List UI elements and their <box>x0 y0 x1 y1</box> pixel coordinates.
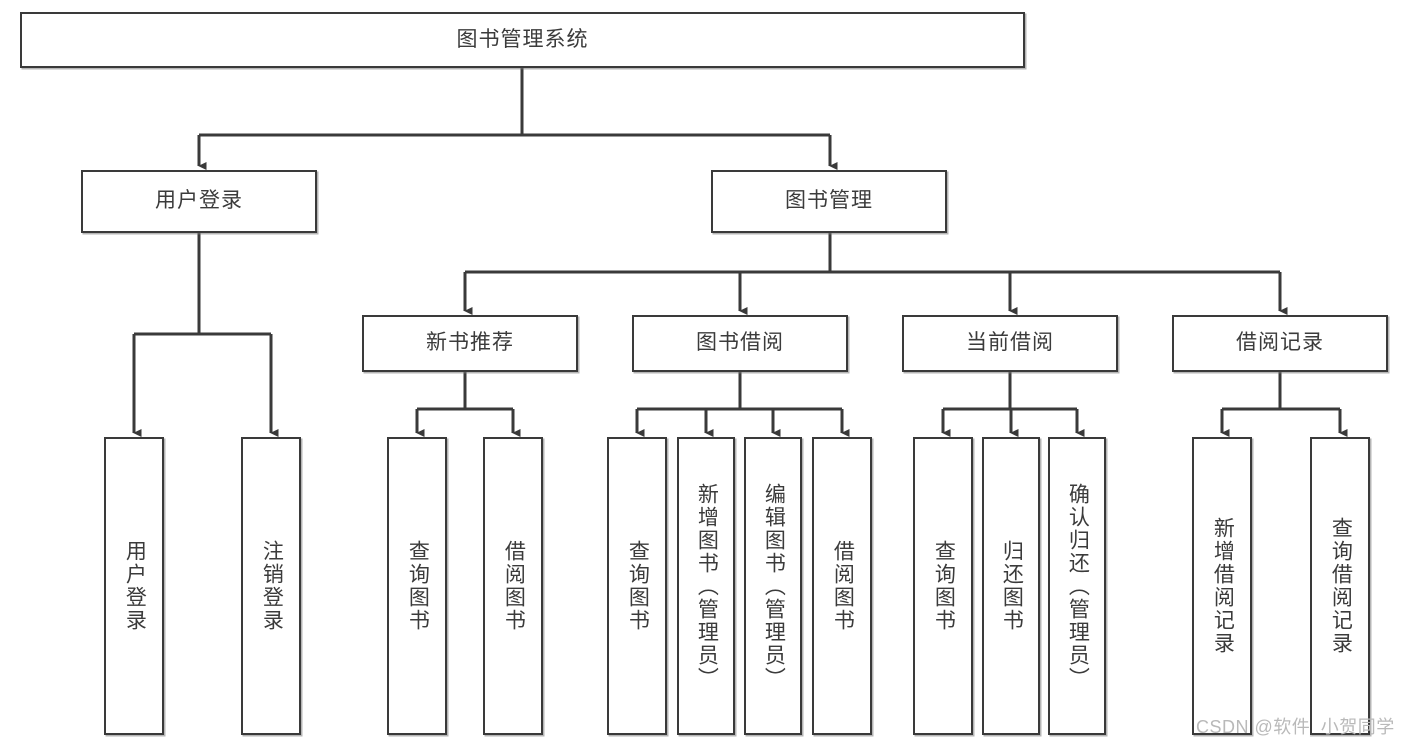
node-label: 借阅图书 <box>502 540 526 632</box>
node-leaf-return-book[interactable]: 归还图书 <box>982 437 1040 735</box>
node-leaf-borrow-book-2[interactable]: 借阅图书 <box>812 437 872 735</box>
node-leaf-logout-login[interactable]: 注销登录 <box>241 437 301 735</box>
node-label: 归还图书 <box>1000 540 1024 632</box>
node-label: 新书推荐 <box>426 331 514 355</box>
node-label: 查询图书 <box>406 540 430 632</box>
node-book-management[interactable]: 图书管理 <box>711 170 947 233</box>
node-new-book-recommend[interactable]: 新书推荐 <box>362 315 578 372</box>
node-label: 新增图书（管理员） <box>695 482 719 690</box>
node-label: 查询图书 <box>932 540 956 632</box>
node-label: 查询借阅记录 <box>1329 517 1353 655</box>
node-borrow-record[interactable]: 借阅记录 <box>1172 315 1388 372</box>
node-leaf-query-book-3[interactable]: 查询图书 <box>913 437 973 735</box>
node-leaf-add-borrow-record[interactable]: 新增借阅记录 <box>1192 437 1252 735</box>
node-label: 用户登录 <box>123 540 147 632</box>
node-label: 新增借阅记录 <box>1211 517 1235 655</box>
node-book-borrow[interactable]: 图书借阅 <box>632 315 848 372</box>
node-label: 编辑图书（管理员） <box>762 482 786 690</box>
node-label: 图书管理 <box>785 189 873 213</box>
node-leaf-borrow-book-1[interactable]: 借阅图书 <box>483 437 543 735</box>
node-label: 注销登录 <box>260 540 284 632</box>
node-label: 当前借阅 <box>966 331 1054 355</box>
node-leaf-query-book-1[interactable]: 查询图书 <box>387 437 447 735</box>
node-user-login[interactable]: 用户登录 <box>81 170 317 233</box>
node-label: 图书借阅 <box>696 331 784 355</box>
node-root-book-management-system[interactable]: 图书管理系统 <box>20 12 1025 68</box>
node-label: 借阅图书 <box>831 540 855 632</box>
node-leaf-query-book-2[interactable]: 查询图书 <box>607 437 667 735</box>
node-leaf-edit-book-admin[interactable]: 编辑图书（管理员） <box>744 437 802 735</box>
node-leaf-user-login[interactable]: 用户登录 <box>104 437 164 735</box>
node-leaf-add-book-admin[interactable]: 新增图书（管理员） <box>677 437 735 735</box>
node-current-borrow[interactable]: 当前借阅 <box>902 315 1118 372</box>
node-label: 确认归还（管理员） <box>1066 482 1090 690</box>
node-label: 查询图书 <box>626 540 650 632</box>
node-label: 用户登录 <box>155 189 243 213</box>
node-label: 图书管理系统 <box>456 27 589 51</box>
node-label: 借阅记录 <box>1236 331 1324 355</box>
node-leaf-query-borrow-record[interactable]: 查询借阅记录 <box>1310 437 1370 735</box>
node-leaf-confirm-return-admin[interactable]: 确认归还（管理员） <box>1048 437 1106 735</box>
